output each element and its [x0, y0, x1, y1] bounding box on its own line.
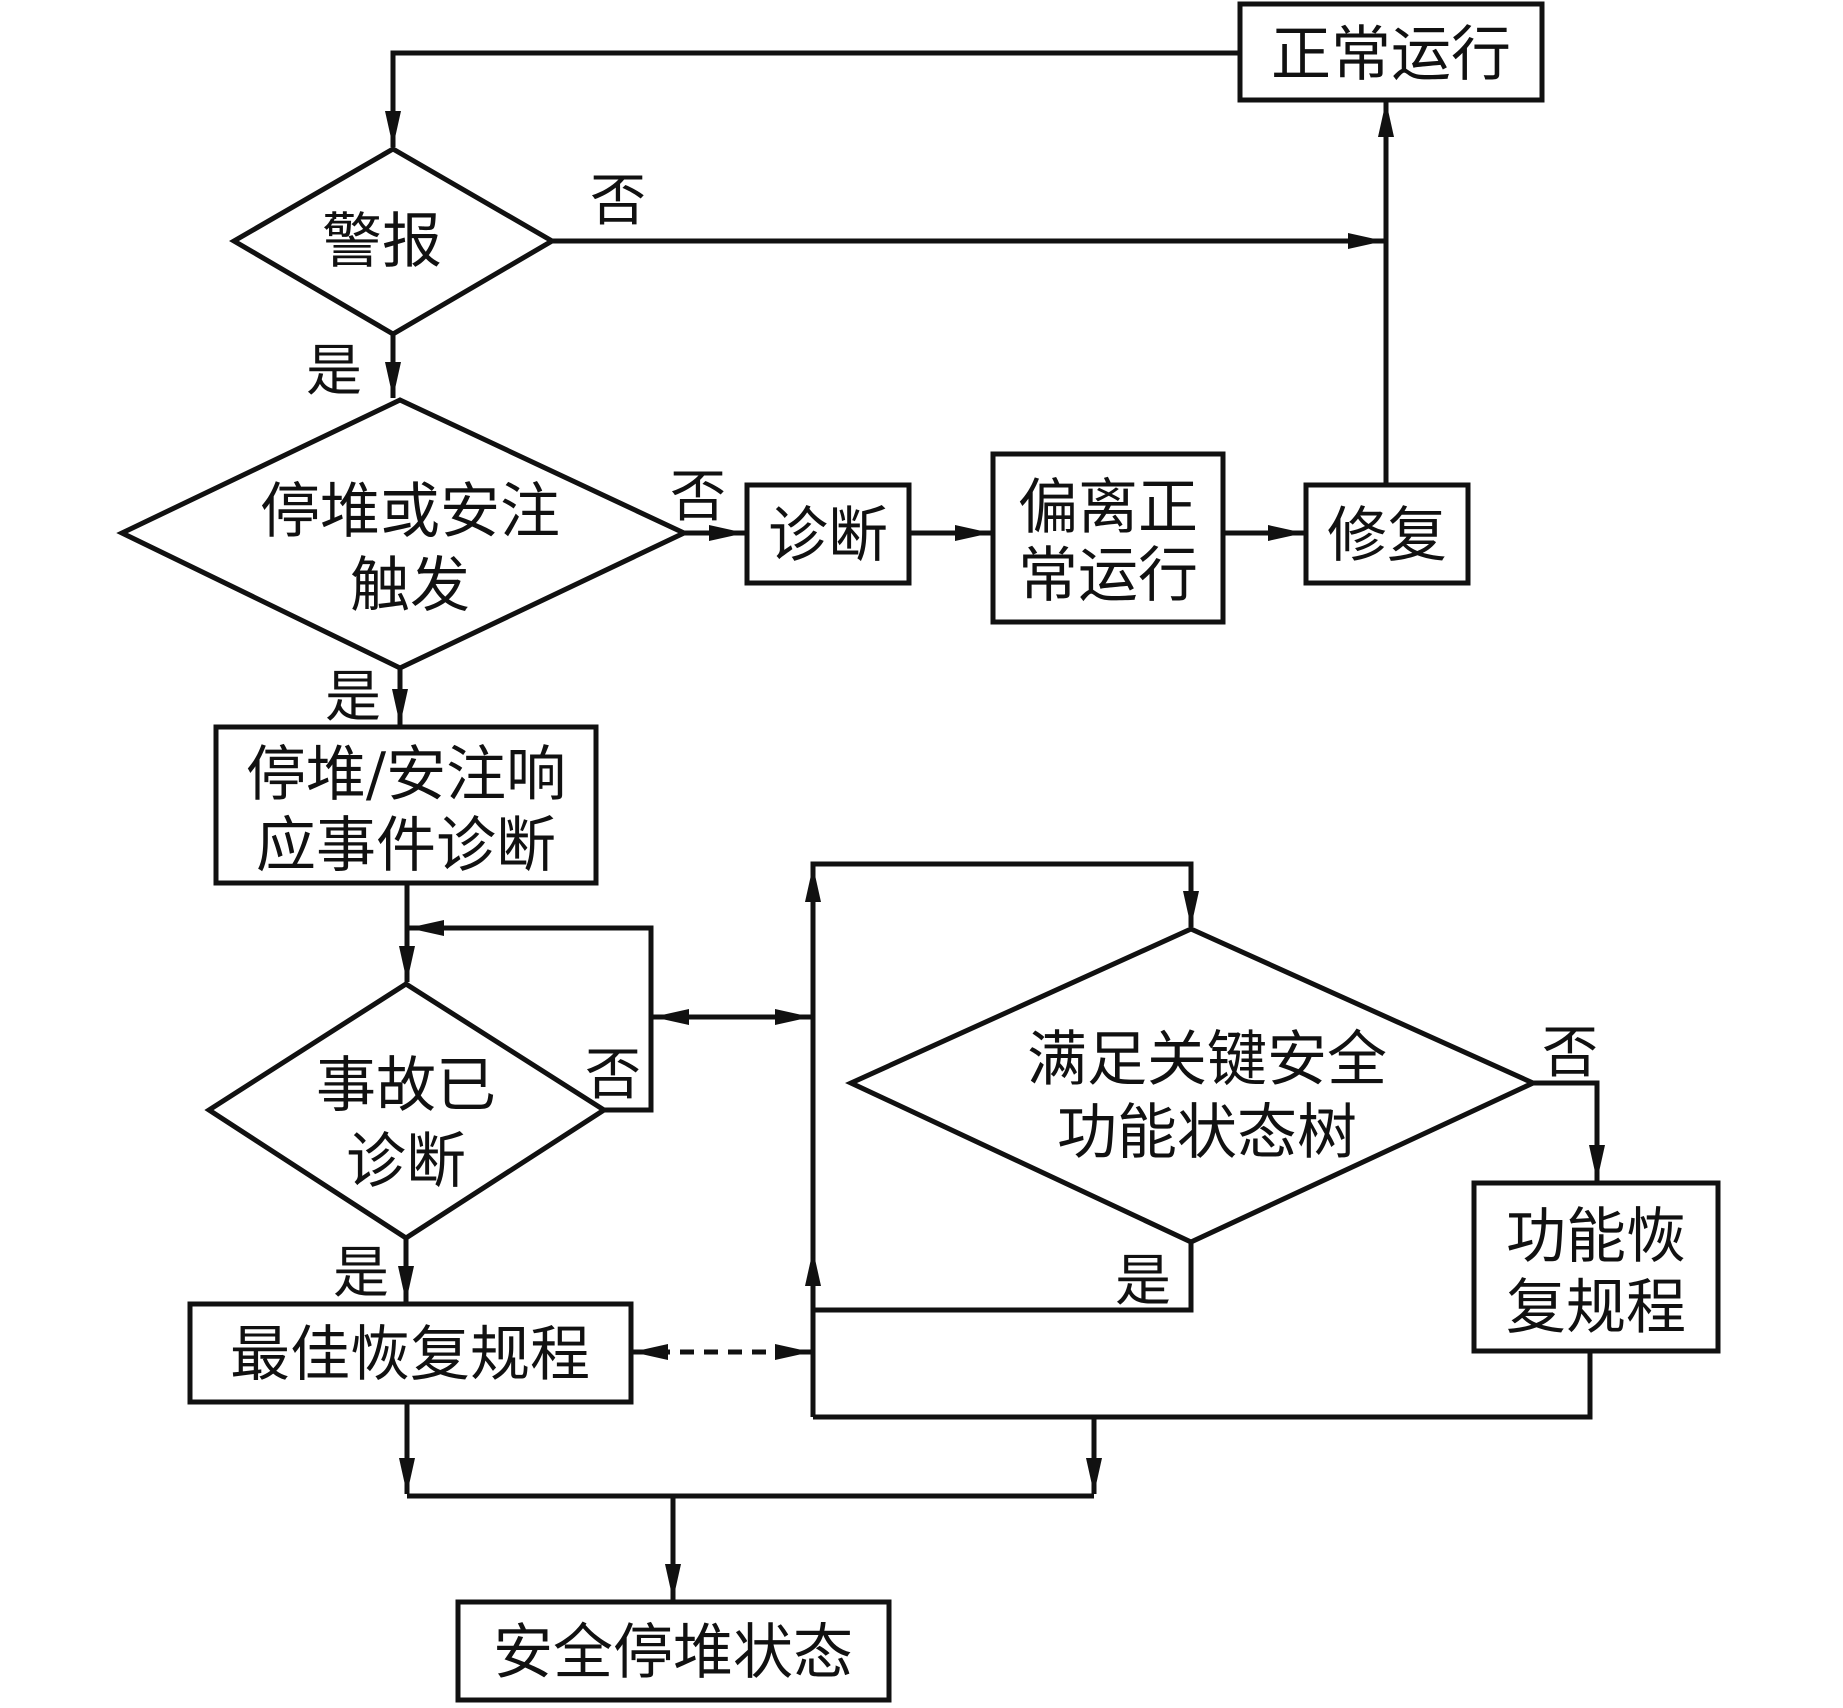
- label-accident-yes: 是: [333, 1241, 389, 1306]
- node-deviation: 偏离正 常运行: [990, 451, 1226, 625]
- label-csf-yes: 是: [1115, 1249, 1171, 1314]
- node-normal-operation: 正常运行: [1237, 1, 1545, 103]
- edge-csf-no: [1533, 1080, 1605, 1181]
- label-csf-no: 否: [1542, 1021, 1598, 1086]
- node-optimal-recovery: 最佳恢复规程: [187, 1301, 634, 1405]
- edge-labels: 否 是 否 是 否 是 否 是: [306, 169, 1598, 1314]
- node-label: 诊断: [768, 501, 888, 571]
- node-label: 诊断: [346, 1127, 466, 1197]
- edge-csf-yes: [813, 1242, 1194, 1313]
- edge-function-recovery-return: [813, 1351, 1593, 1420]
- node-event-diagnosis: 停堆/安注响 应事件诊断: [213, 724, 599, 886]
- node-label: 停堆或安注: [260, 477, 560, 547]
- node-label: 复规程: [1506, 1273, 1686, 1343]
- node-label: 常运行: [1018, 541, 1198, 611]
- node-label: 警报: [322, 207, 442, 277]
- node-diagnosis: 诊断: [744, 482, 912, 586]
- edge-accident-no-loop: [408, 920, 654, 1113]
- node-label: 触发: [350, 551, 470, 621]
- node-label: 安全停堆状态: [493, 1618, 853, 1688]
- node-function-recovery: 功能恢 复规程: [1471, 1180, 1721, 1354]
- node-label: 满足关键安全: [1027, 1025, 1387, 1095]
- node-label: 偏离正: [1018, 473, 1198, 543]
- node-repair: 修复: [1303, 482, 1471, 586]
- node-accident-diagnosed: 事故已 诊断: [204, 981, 609, 1241]
- node-label: 应事件诊断: [256, 811, 556, 881]
- edges: [385, 50, 1605, 1600]
- node-alarm: 警报: [229, 146, 557, 337]
- node-label: 停堆/安注响: [246, 740, 566, 810]
- node-trip-triggered: 停堆或安注 触发: [116, 397, 690, 671]
- label-accident-no: 否: [585, 1043, 641, 1108]
- label-trip-yes: 是: [325, 665, 381, 730]
- node-label: 功能恢: [1506, 1202, 1686, 1272]
- node-label: 修复: [1327, 501, 1447, 571]
- label-trip-no: 否: [670, 465, 726, 530]
- node-csf-satisfied: 满足关键安全 功能状态树: [845, 926, 1540, 1245]
- node-label: 事故已: [316, 1051, 496, 1121]
- label-alarm-yes: 是: [306, 339, 362, 404]
- label-alarm-no: 否: [590, 169, 646, 234]
- node-safe-shutdown: 安全停堆状态: [455, 1599, 892, 1703]
- node-label: 功能状态树: [1057, 1098, 1357, 1168]
- edge-csf-loop-up: [810, 861, 1199, 1417]
- node-label: 最佳恢复规程: [230, 1320, 590, 1390]
- node-label: 正常运行: [1271, 20, 1511, 90]
- edge-normal-to-alarm: [385, 50, 1240, 147]
